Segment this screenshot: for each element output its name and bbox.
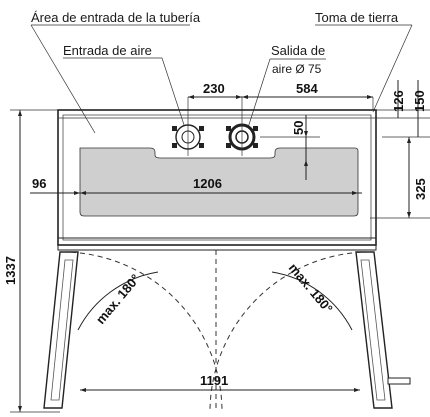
pipe-entry-area [79,147,359,217]
air-outlet-bolt-4 [253,143,258,148]
air-outlet-bolt-2 [253,126,258,131]
cabinet-bottom-rail [57,237,377,251]
right-door-inner [360,259,386,401]
left-angle-arc [77,271,159,331]
cabinet-outline [57,109,377,246]
arrow-325-a [407,137,411,143]
arrow-1206-a [80,191,86,195]
dim-1206: 1206 [193,176,222,191]
pipe-entry-area-label: Área de entrada de la tubería [31,10,201,25]
ground-label: Toma de tierra [315,10,399,25]
cabinet-inner-outline [62,114,372,241]
max-180-left: max. 180° [93,271,143,327]
arrow-1206-b [352,191,358,195]
dim-126: 126 [391,90,406,112]
right-door-swing [209,251,371,413]
arrow-1191-b [354,388,360,392]
arrow-1 [188,95,194,99]
dim-1191: 1191 [200,373,228,388]
right-angle-arc [271,271,353,331]
arrow-1191-a [80,388,86,392]
arrow-2 [236,95,242,99]
air-inlet-label: Entrada de aire [63,43,152,58]
dim-50: 50 [291,121,306,135]
air-outlet-label-1: Salida de [271,43,325,58]
right-door [355,251,393,409]
air-inlet-bolt-4 [199,143,204,148]
arrow-50-a [304,131,308,137]
air-outlet-label-2: aire Ø 75 [272,62,322,76]
dim-325: 325 [413,178,428,200]
arrow-3 [242,95,248,99]
arrow-1337-a [18,110,22,116]
max-180-right: max. 180° [286,260,336,316]
arrow-96 [74,191,80,195]
air-inlet-bolt-1 [172,126,177,131]
air-outlet-bolt-3 [226,143,231,148]
left-door-swing [61,251,223,413]
dim-150: 150 [412,90,427,112]
dim-96: 96 [32,176,46,191]
left-door [43,251,79,409]
dim-1337: 1337 [3,256,18,285]
dim-584: 584 [296,81,318,96]
air-inlet-bolt-2 [199,126,204,131]
dim-230: 230 [203,81,225,96]
air-inlet-leader [161,57,189,138]
ground-leader [372,24,413,113]
arrow-50-b [304,160,308,166]
arrow-4 [367,95,373,99]
arrow-1337-b [18,406,22,412]
air-inlet-bolt-3 [172,143,177,148]
air-outlet-leader [244,58,271,138]
right-door-handle [387,377,411,385]
left-door-inner [50,259,74,401]
arrow-325-b [407,212,411,218]
air-outlet-bolt-1 [226,126,231,131]
